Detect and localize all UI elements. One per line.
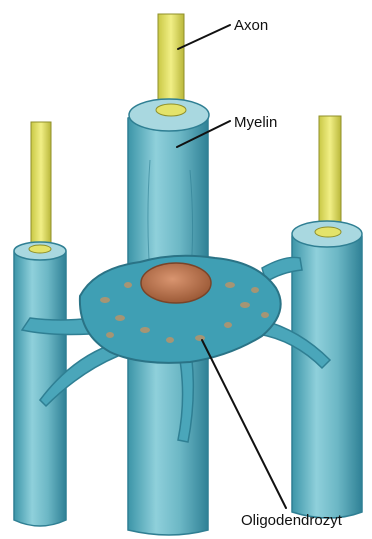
left-axon-end: [29, 245, 51, 253]
leader-oligodendrocyte: [202, 340, 286, 508]
center-axon-end: [156, 104, 186, 116]
label-oligodendrocyte: Oligodendrozyt: [241, 512, 343, 529]
label-myelin: Myelin: [234, 114, 277, 131]
process-to-left: [22, 318, 92, 335]
right-myelin-sheath: [292, 228, 362, 518]
right-axon-end: [315, 227, 341, 237]
leader-axon: [178, 25, 230, 49]
right-axon: [319, 116, 341, 236]
nucleus: [141, 263, 211, 303]
left-axon: [31, 122, 51, 250]
oligodendrocyte-cell-body: [80, 256, 281, 363]
label-axon: Axon: [234, 17, 268, 34]
right-nerve-fiber: [292, 116, 362, 518]
label-axon-group: Axon: [178, 17, 268, 49]
